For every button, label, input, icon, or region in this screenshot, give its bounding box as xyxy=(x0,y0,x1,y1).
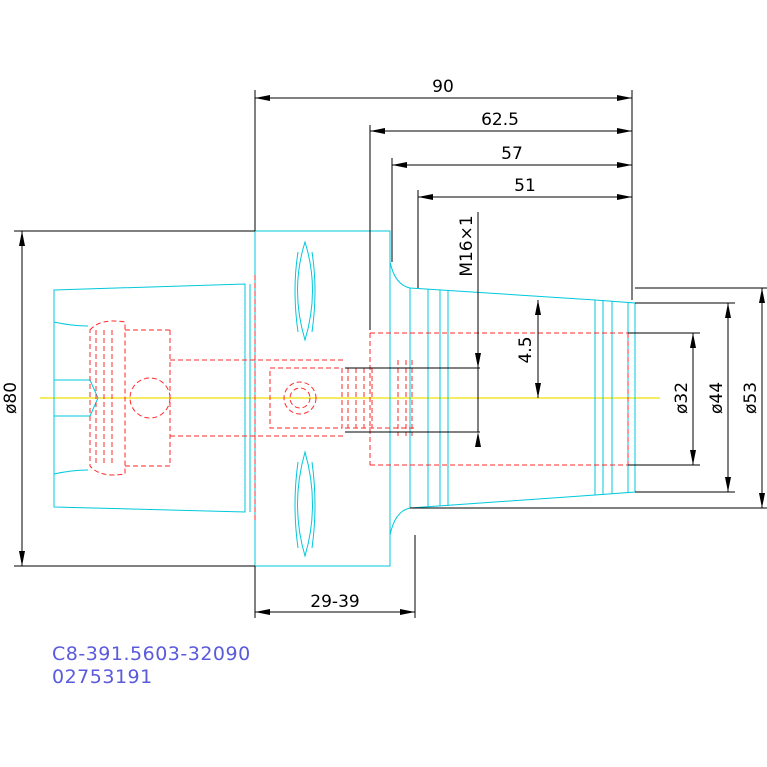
dimension-lines xyxy=(14,90,767,618)
hidden-lines xyxy=(89,275,629,520)
dim-62-5: 62.5 xyxy=(481,110,519,130)
dim-dia-80: ø80 xyxy=(1,382,21,414)
dim-57: 57 xyxy=(501,144,523,164)
part-number: C8-391.5603-32090 xyxy=(52,643,251,665)
dim-m16x1: M16×1 xyxy=(457,215,477,276)
dimension-arrows xyxy=(19,95,765,615)
dim-dia-44: ø44 xyxy=(707,382,727,414)
dim-4-5: 4.5 xyxy=(516,336,536,363)
dim-dia-53: ø53 xyxy=(741,382,761,414)
dim-29-39: 29-39 xyxy=(310,592,359,612)
part-code: 02753191 xyxy=(52,666,153,688)
shank-outline xyxy=(53,283,251,513)
dim-90: 90 xyxy=(432,77,454,97)
dim-51: 51 xyxy=(514,176,536,196)
dim-dia-32: ø32 xyxy=(672,382,692,414)
